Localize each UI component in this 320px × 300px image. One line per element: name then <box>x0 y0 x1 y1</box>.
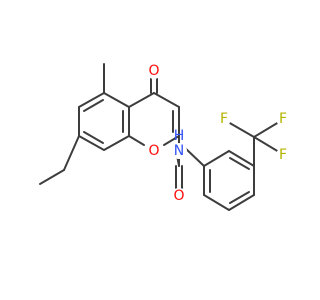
ketone-oxygen: O <box>146 63 162 79</box>
fluorine-2: F <box>217 111 231 127</box>
bond-ring-b-5 <box>203 194 230 211</box>
bond-c2-ring-oxygen <box>163 135 180 146</box>
amide-nitrogen-bg <box>171 143 187 159</box>
fluorine-1-bg <box>276 112 290 126</box>
bond-ring-b-4 <box>228 194 255 211</box>
bond-ring-a-6-inner <box>83 99 104 112</box>
amide-nitrogen-label: N <box>174 143 184 159</box>
fluorine-1: F <box>276 111 290 127</box>
bond-ring-a-4-inner <box>83 131 104 144</box>
bond-ring-a-6 <box>78 92 105 108</box>
amide-hydrogen-label: H <box>174 128 185 144</box>
bond-ring-b-2 <box>228 150 255 167</box>
amide-oxygen: O <box>171 188 187 204</box>
bond-cf3-fluorine-1 <box>253 121 280 138</box>
bond-ring-a-4 <box>78 135 105 151</box>
amide-oxygen-label: O <box>173 188 184 204</box>
fluorine-3: F <box>276 147 290 163</box>
ketone-oxygen-bg <box>146 63 162 79</box>
molecule-structure: O O O N H F F F <box>39 63 290 211</box>
bond-ring-b-4-inner <box>229 191 250 204</box>
bond-ring-b-2-inner <box>229 157 250 170</box>
bond-ring-a-1 <box>103 92 130 108</box>
fluorine-1-label: F <box>279 111 287 127</box>
ring-oxygen-bg <box>146 143 162 159</box>
bonds <box>39 63 280 211</box>
atom-labels: O O O N H F F F <box>146 63 290 204</box>
ketone-oxygen-label: O <box>148 63 159 79</box>
bond-c4-carbonyl <box>128 92 155 108</box>
bond-ring-oxygen-c8a <box>128 135 145 146</box>
fluorine-3-label: F <box>279 147 287 163</box>
bond-cf3-fluorine-3 <box>253 136 280 153</box>
bond-methyl-attach <box>63 135 80 171</box>
amide-nitrogen: N H <box>171 128 187 159</box>
bond-ring-a-3 <box>103 135 130 151</box>
bond-nitrogen-aryl <box>183 146 205 167</box>
fluorine-2-label: F <box>220 111 228 127</box>
amide-oxygen-bg <box>171 188 187 204</box>
fluorine-3-bg <box>276 148 290 162</box>
ring-oxygen: O <box>146 143 162 159</box>
fluorine-2-bg <box>217 112 231 126</box>
bond-c4-c3 <box>153 92 180 108</box>
ring-oxygen-label: O <box>148 143 159 159</box>
bond-cf3-fluorine-2 <box>227 121 255 138</box>
bond-ring-b-1 <box>203 150 230 167</box>
bond-methyl-left <box>39 169 65 185</box>
